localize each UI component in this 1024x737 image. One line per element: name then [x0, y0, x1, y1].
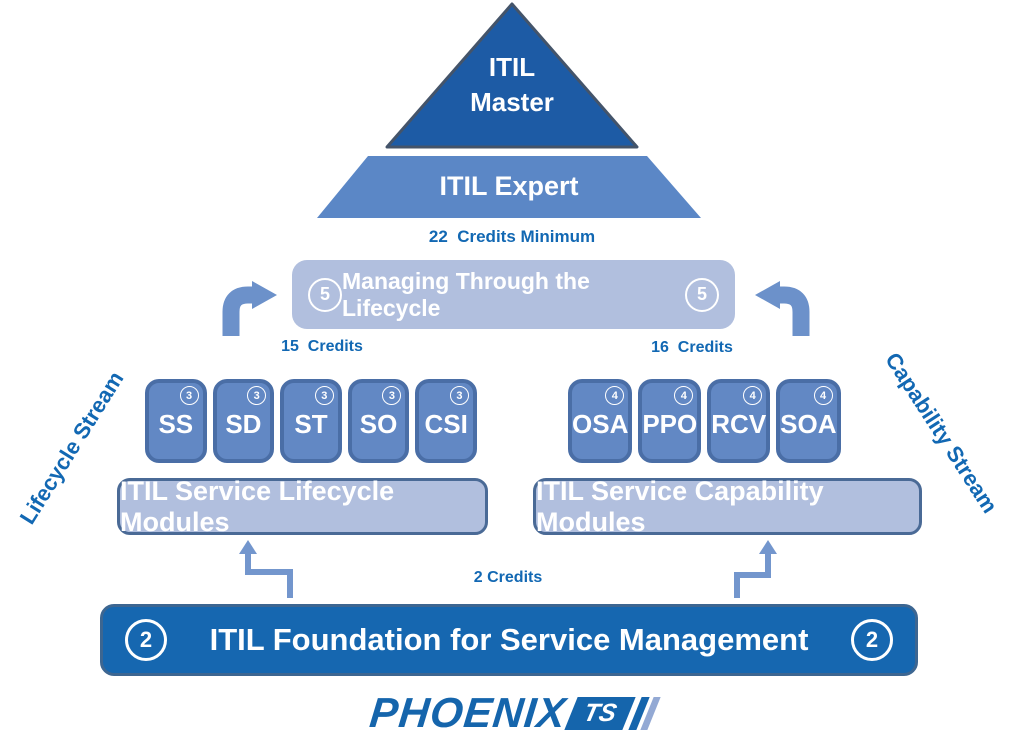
- capability-credits-label: 16 Credits: [651, 339, 733, 356]
- module-box-rcv: 4 RCV: [707, 379, 771, 463]
- module-box-osa: 4 OSA: [568, 379, 633, 463]
- module-box-sd: 3 SD: [212, 379, 275, 463]
- module-box-soa: 4 SOA: [776, 379, 841, 463]
- module-label: SO: [359, 408, 398, 439]
- module-credit-badge: 4: [813, 386, 833, 405]
- capability-modules-row: 4 OSA 4 PPO 4 RCV 4 SOA: [568, 379, 841, 463]
- module-credit-badge: 4: [605, 386, 625, 405]
- expert-label: ITIL Expert: [439, 171, 579, 201]
- managing-right-credit-badge: 5: [685, 277, 719, 312]
- foundation-bar: 2 ITIL Foundation for Service Management…: [100, 604, 918, 676]
- module-box-csi: 3 CSI: [415, 379, 477, 463]
- module-label: OSA: [572, 408, 629, 439]
- module-label: SD: [225, 408, 262, 439]
- module-credit-badge: 4: [743, 386, 763, 405]
- module-credit-badge: 3: [449, 386, 469, 405]
- master-label-line2: Master: [470, 87, 554, 117]
- right-elbow-arrow: [734, 540, 777, 598]
- left-elbow-arrow: [239, 540, 293, 598]
- phoenix-ts-logo: PHOENIX TS: [0, 689, 1024, 736]
- module-label: SS: [158, 408, 194, 439]
- credits-minimum-label: 22 Credits Minimum: [428, 227, 596, 246]
- managing-module-label: Managing Through the Lifecycle: [342, 267, 590, 321]
- module-box-so: 3 SO: [347, 379, 410, 463]
- right-curved-arrow: [755, 281, 810, 336]
- module-box-ppo: 4 PPO: [638, 379, 702, 463]
- master-triangle-shape: [385, 2, 639, 149]
- foundation-left-credit-badge: 2: [125, 619, 167, 661]
- module-label: ST: [294, 408, 328, 439]
- foundation-credits-label: 2 Credits: [473, 569, 543, 586]
- module-label: RCV: [711, 408, 767, 439]
- logo-ts-parallelogram: TS: [563, 696, 636, 730]
- foundation-label: ITIL Foundation for Service Management: [209, 622, 809, 657]
- module-credit-badge: 3: [247, 386, 267, 405]
- left-curved-arrow: [222, 281, 277, 336]
- module-box-st: 3 ST: [280, 379, 342, 463]
- module-credit-badge: 3: [314, 386, 334, 405]
- foundation-right-credit-badge: 2: [851, 619, 893, 661]
- module-credit-badge: 3: [382, 386, 402, 405]
- capability-modules-bar: ITIL Service Capability Modules: [533, 476, 922, 537]
- lifecycle-modules-row: 3 SS 3 SD 3 ST 3 SO 3 CSI: [145, 379, 477, 463]
- module-label: PPO: [642, 408, 698, 439]
- logo-ts-text: TS: [580, 698, 619, 727]
- module-box-ss: 3 SS: [145, 379, 207, 463]
- module-label: CSI: [424, 408, 468, 439]
- master-label-line1: ITIL: [488, 52, 536, 82]
- master-label: ITIL Master: [392, 50, 632, 120]
- module-label: SOA: [780, 408, 837, 439]
- logo-brand-text: PHOENIX: [368, 689, 570, 736]
- lifecycle-modules-bar: ITIL Service Lifecycle Modules: [117, 476, 488, 537]
- module-credit-badge: 4: [674, 386, 694, 405]
- lifecycle-credits-label: 15 Credits: [281, 338, 363, 355]
- module-credit-badge: 3: [179, 386, 199, 405]
- managing-left-credit-badge: 5: [308, 277, 342, 312]
- expert-trapezoid-shape: [317, 156, 701, 218]
- managing-lifecycle-module: 5 Managing Through the Lifecycle 5: [292, 260, 735, 329]
